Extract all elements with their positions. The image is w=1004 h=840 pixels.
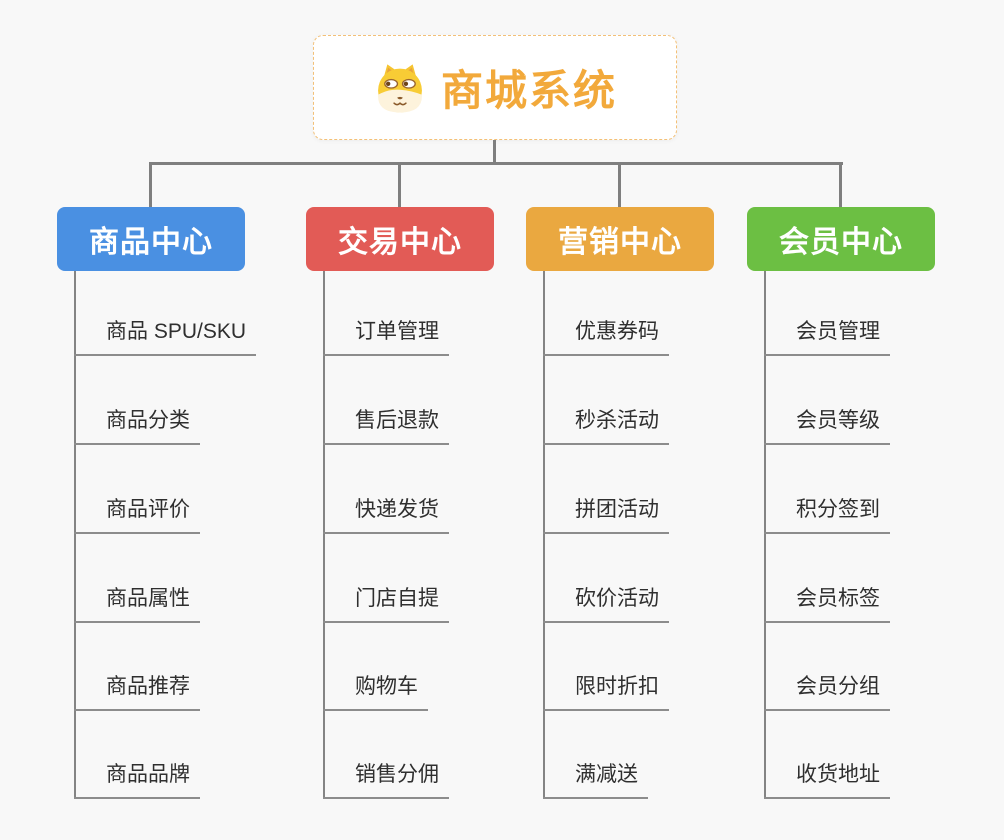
item-coupon-code[interactable]: 优惠券码 [543,318,669,356]
item-full-reduction[interactable]: 满减送 [543,761,648,799]
item-limited-time-discount[interactable]: 限时折扣 [543,673,669,711]
item-order-management[interactable]: 订单管理 [323,318,449,356]
item-bargain-activity[interactable]: 砍价活动 [543,585,669,623]
branch-node-products[interactable]: 商品中心 [57,207,245,271]
connector-drop-trade [398,164,401,207]
item-group-buy[interactable]: 拼团活动 [543,496,669,534]
connector-root-drop [493,140,496,164]
connector-horizontal-bar [149,162,843,165]
root-title: 商城系统 [440,67,617,114]
item-member-groups[interactable]: 会员分组 [764,673,890,711]
branch-marketing: 营销中心 优惠券码 秒杀活动 拼团活动 砍价活动 限时折扣 满减送 [526,207,786,817]
item-product-recommend[interactable]: 商品推荐 [74,673,200,711]
connector-drop-members [839,164,842,207]
item-shopping-cart[interactable]: 购物车 [323,673,428,711]
branch-node-marketing[interactable]: 营销中心 [526,207,714,271]
shiba-dog-face-icon [378,63,422,112]
branch-node-members[interactable]: 会员中心 [747,207,935,271]
item-member-tags[interactable]: 会员标签 [764,585,890,623]
branch-node-trade[interactable]: 交易中心 [306,207,494,271]
item-aftersale-refund[interactable]: 售后退款 [323,407,449,445]
item-sales-commission[interactable]: 销售分佣 [323,761,449,799]
item-product-review[interactable]: 商品评价 [74,496,200,534]
connector-drop-marketing [618,164,621,207]
item-member-management[interactable]: 会员管理 [764,318,890,356]
branch-trunk-line [543,271,545,799]
branch-trunk-line [323,271,325,799]
branch-products: 商品中心 商品 SPU/SKU 商品分类 商品评价 商品属性 商品推荐 商品品牌 [57,207,317,817]
item-product-brand[interactable]: 商品品牌 [74,761,200,799]
root-node[interactable]: 商城系统 [313,35,677,140]
item-points-checkin[interactable]: 积分签到 [764,496,890,534]
branch-trade: 交易中心 订单管理 售后退款 快递发货 门店自提 购物车 销售分佣 [306,207,566,817]
connector-drop-products [149,164,152,207]
branch-trunk-line [74,271,76,799]
item-flash-sale[interactable]: 秒杀活动 [543,407,669,445]
item-store-pickup[interactable]: 门店自提 [323,585,449,623]
item-product-spu-sku[interactable]: 商品 SPU/SKU [74,318,257,356]
item-shipping-address[interactable]: 收货地址 [764,761,890,799]
branch-members: 会员中心 会员管理 会员等级 积分签到 会员标签 会员分组 收货地址 [747,207,1004,817]
branch-trunk-line [764,271,766,799]
item-member-level[interactable]: 会员等级 [764,407,890,445]
item-express-delivery[interactable]: 快递发货 [323,496,449,534]
item-product-attribute[interactable]: 商品属性 [74,585,200,623]
item-product-category[interactable]: 商品分类 [74,407,200,445]
